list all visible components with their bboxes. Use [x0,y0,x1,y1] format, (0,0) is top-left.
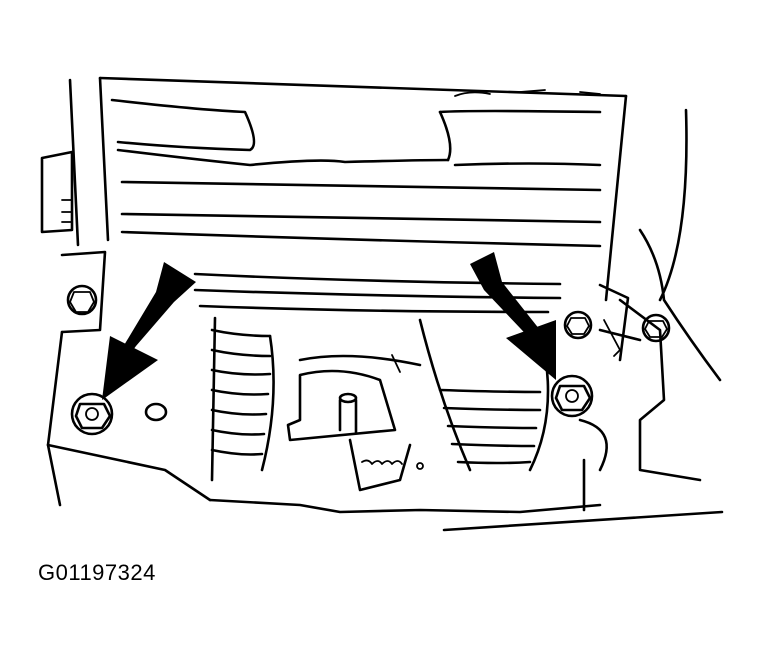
figure-id-label: G01197324 [38,560,156,585]
bolt-left-upper [66,284,98,316]
bolt-right-upper [563,310,593,340]
right-bracket [578,108,722,512]
left-mounting-bolt [70,392,114,436]
lower-fins [210,316,550,482]
frame-line [442,510,724,532]
upper-housing [68,76,628,302]
right-arrow-icon [470,252,556,380]
center-bracket [286,354,424,492]
left-arrow-icon [102,262,196,400]
upper-fins [110,98,602,314]
right-mounting-bolt [550,374,594,418]
small-hole-left [144,402,168,422]
bolt-right-far [641,313,671,343]
left-bracket [40,150,602,514]
